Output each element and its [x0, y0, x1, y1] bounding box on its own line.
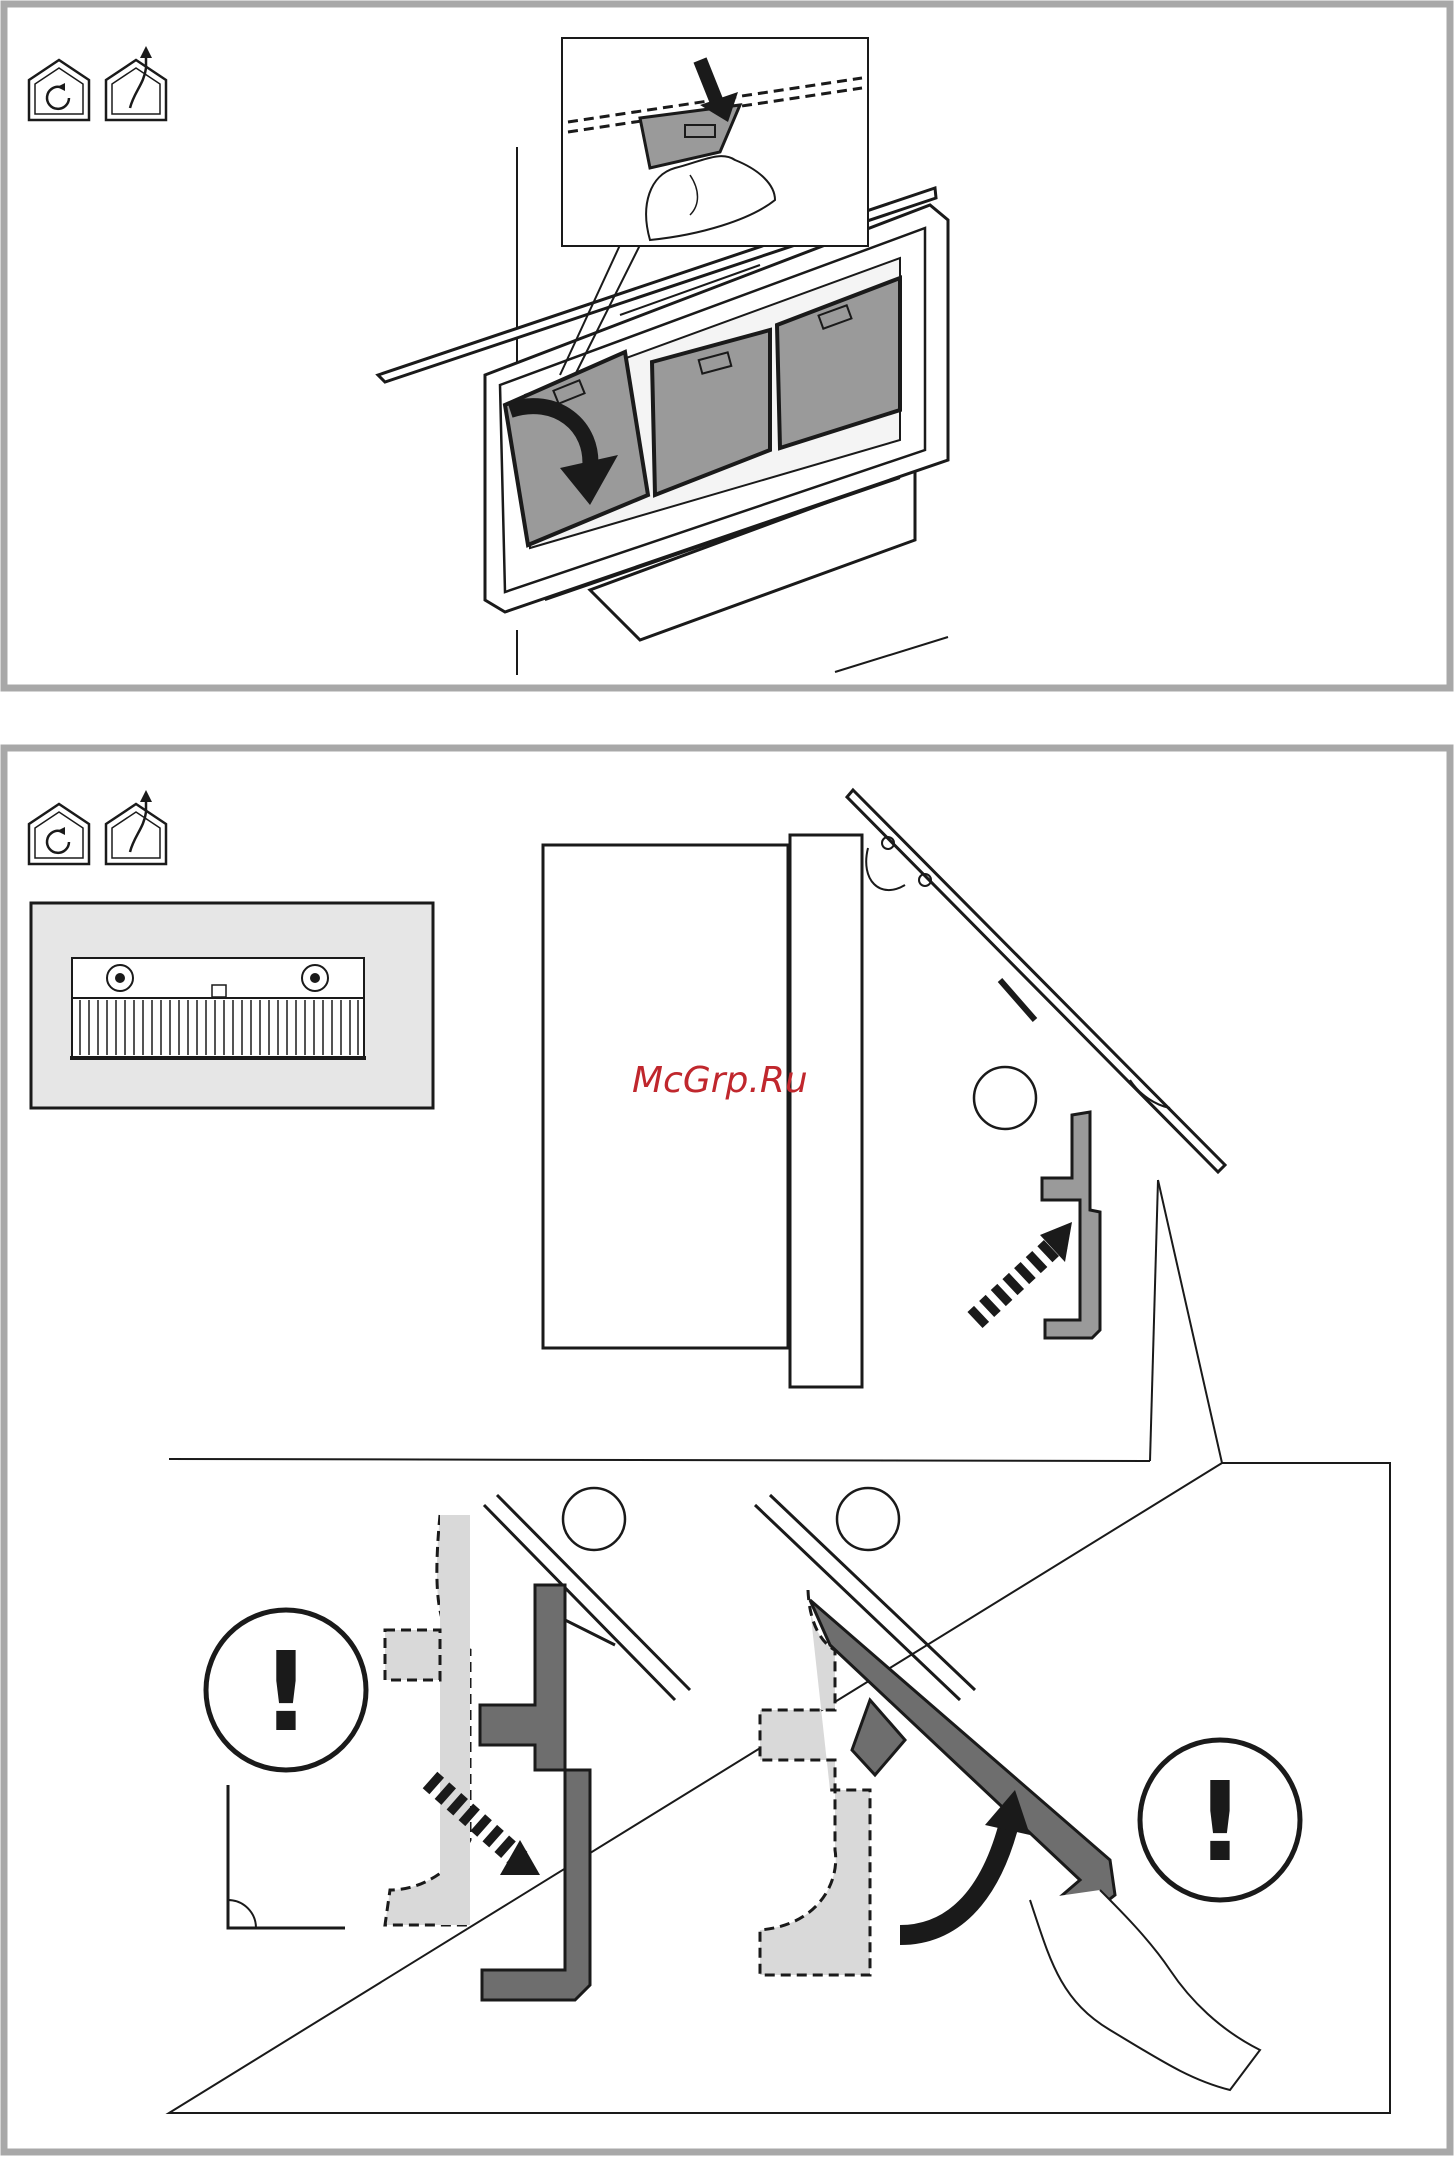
- svg-text:!: !: [1195, 1758, 1245, 1886]
- svg-text:!: !: [261, 1628, 311, 1756]
- warning-right: !: [1140, 1740, 1300, 1900]
- step-marker-circle: [837, 1488, 899, 1550]
- filter-removal-panel: [4, 4, 1450, 688]
- handle-detail-inset: [562, 38, 868, 246]
- charcoal-filter-install-panel: McGrp.Ru: [4, 748, 1450, 2152]
- charcoal-filter-inset: [31, 903, 433, 1108]
- warning-left: !: [206, 1610, 366, 1770]
- step-marker-circle: [563, 1488, 625, 1550]
- watermark-text: McGrp.Ru: [632, 1060, 808, 1101]
- step-marker-circle: [974, 1067, 1036, 1129]
